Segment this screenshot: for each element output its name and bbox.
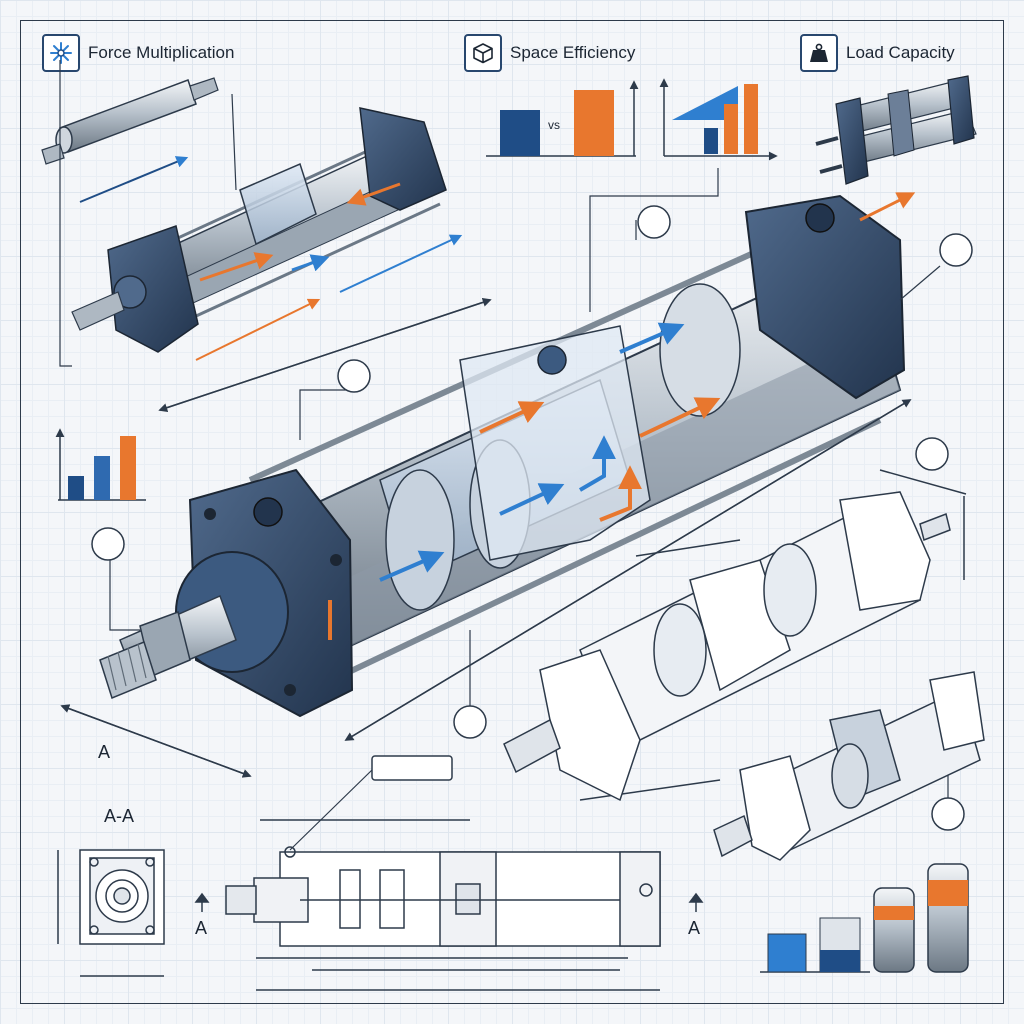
small-cylinder-top-right (815, 75, 977, 185)
comparison-vs-label: vs (548, 118, 560, 132)
efficiency-chart (659, 78, 778, 161)
cube-icon (464, 34, 502, 72)
section-view-longitudinal (194, 819, 704, 991)
section-view-a-a (57, 849, 165, 977)
drawing-border (20, 20, 1004, 1004)
main-cylinder (99, 192, 916, 718)
space-comparison-chart (486, 80, 639, 157)
legend-force-multiplication: Force Multiplication (42, 34, 234, 72)
legend-load-label: Load Capacity (846, 43, 955, 62)
legend-force-label: Force Multiplication (88, 43, 235, 62)
cylinder-assembly-upper-left (71, 107, 463, 361)
weight-icon (800, 34, 838, 72)
section-title: A-A (104, 806, 135, 826)
bottom-right-comparison (760, 863, 969, 973)
legend-space-efficiency: Space Efficiency (464, 34, 635, 72)
snowflake-burst-icon (42, 34, 80, 72)
outline-cylinder-right-small (713, 671, 985, 861)
force-bar-chart (55, 428, 146, 501)
small-cylinder-top-left (41, 77, 219, 165)
section-marker-left: A (195, 918, 208, 938)
legend-space-label: Space Efficiency (510, 43, 636, 62)
dimension-lines (60, 298, 967, 801)
legend-load-capacity: Load Capacity (800, 34, 955, 72)
dimension-marker-a: A (98, 742, 111, 762)
callout-bubbles (91, 205, 973, 831)
section-marker-right: A (688, 918, 701, 938)
outline-cylinder-right-large (503, 491, 951, 802)
